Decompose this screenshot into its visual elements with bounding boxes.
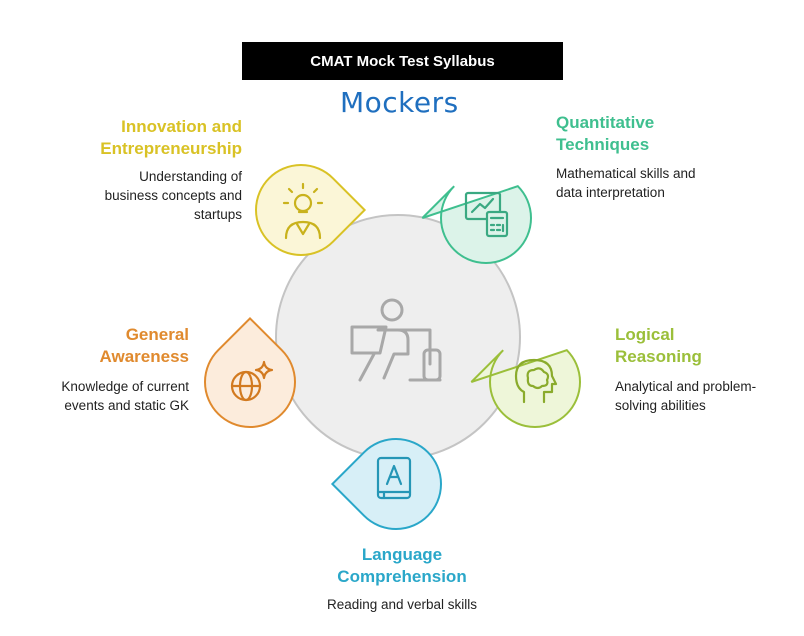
innovation-title: Innovation and Entrepreneurship	[22, 116, 242, 160]
innovation-drop	[255, 164, 367, 256]
innovation-desc-line3: startups	[193, 207, 242, 222]
quantitative-description: Mathematical skills and data interpretat…	[556, 164, 786, 202]
language-title: Language Comprehension	[282, 544, 522, 588]
logical-description: Analytical and problem- solving abilitie…	[615, 377, 800, 415]
innovation-desc-line2: business concepts and	[104, 188, 242, 203]
page-title: CMAT Mock Test Syllabus	[242, 42, 563, 80]
general-title-line1: General	[125, 325, 189, 344]
general-desc-line1: Knowledge of current	[61, 379, 189, 394]
general-title: General Awareness	[9, 324, 189, 368]
book-letter-icon	[376, 456, 412, 500]
logical-desc-line2: solving abilities	[615, 398, 706, 413]
quantitative-desc-line1: Mathematical skills and	[556, 166, 696, 181]
general-desc-line2: events and static GK	[64, 398, 189, 413]
quantitative-title: Quantitative Techniques	[556, 112, 776, 156]
chart-calculator-icon	[464, 191, 509, 238]
person-laptop-icon	[350, 298, 442, 382]
mockers-logo: Mockers	[340, 86, 459, 119]
lightbulb-person-icon	[282, 182, 324, 240]
logical-title-line2: Reasoning	[615, 347, 702, 366]
logical-drop	[470, 349, 581, 428]
innovation-title-line2: Entrepreneurship	[100, 139, 242, 158]
quantitative-desc-line2: data interpretation	[556, 185, 665, 200]
quantitative-title-line2: Techniques	[556, 135, 650, 154]
globe-sparkle-icon	[230, 360, 274, 402]
innovation-description: Understanding of business concepts and s…	[22, 167, 242, 224]
general-title-line2: Awareness	[99, 347, 189, 366]
language-desc-line1: Reading and verbal skills	[326, 597, 478, 612]
logical-title-line1: Logical	[615, 325, 675, 344]
language-description: Reading and verbal skills	[282, 595, 522, 614]
language-title-line2: Comprehension	[337, 567, 467, 586]
innovation-desc-line1: Understanding of	[139, 169, 242, 184]
quantitative-drop	[421, 185, 532, 264]
general-description: Knowledge of current events and static G…	[9, 377, 189, 415]
logical-title: Logical Reasoning	[615, 324, 795, 368]
innovation-title-line1: Innovation and	[121, 117, 242, 136]
language-title-line1: Language	[361, 545, 443, 564]
quantitative-title-line1: Quantitative	[556, 113, 655, 132]
logical-desc-line1: Analytical and problem-	[615, 379, 757, 394]
head-brain-icon	[514, 358, 558, 404]
